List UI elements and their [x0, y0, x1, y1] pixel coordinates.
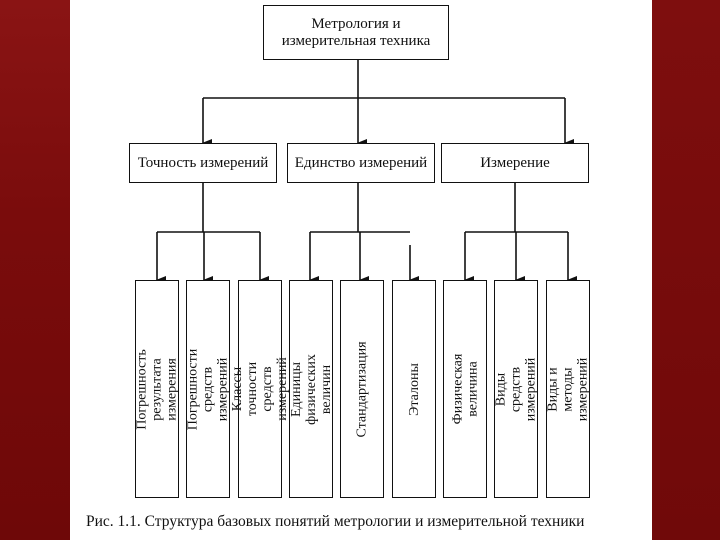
node-unity: Единство измерений — [287, 143, 435, 183]
leaf-label: Погрешности средств измерений — [185, 348, 231, 430]
figure-caption: Рис. 1.1. Структура базовых понятий метр… — [86, 513, 585, 530]
leaf-node: Погрешность результата измерения — [134, 280, 180, 498]
leaf-node: Виды и методы измерений — [545, 280, 591, 498]
leaf-node: Физическая величина — [443, 280, 487, 498]
slide-frame-left — [0, 0, 70, 540]
connector-lines — [156, 60, 577, 284]
root-line-1: Метрология и — [311, 15, 401, 32]
slide-canvas: Метрология и измерительная техника Точно… — [70, 0, 652, 540]
leaf-label: Физическая величина — [450, 353, 481, 425]
slide-frame-right — [652, 0, 720, 540]
leaf-label: Виды средств измерений — [493, 357, 539, 421]
leaf-label: Погрешность результата измерения — [134, 348, 180, 430]
leaf-label: Единицы физических величин — [288, 353, 334, 425]
root-line-2: измерительная техника — [281, 32, 431, 49]
leaf-label: Классы точности средств измерений — [230, 357, 291, 421]
node-measurement: Измерение — [441, 143, 589, 183]
leaf-node: Единицы физических величин — [288, 280, 334, 498]
node-accuracy: Точность измерений — [129, 143, 277, 183]
leaf-node: Стандартизация — [340, 280, 384, 498]
leaf-node: Классы точности средств измерений — [230, 280, 290, 498]
leaf-node: Эталоны — [392, 280, 436, 498]
leaf-label: Эталоны — [406, 362, 422, 416]
leaf-label: Стандартизация — [354, 340, 370, 438]
leaf-node: Погрешности средств измерений — [185, 280, 231, 498]
leaf-label: Виды и методы измерений — [545, 357, 591, 421]
root-node: Метрология и измерительная техника — [263, 5, 449, 60]
leaf-node: Виды средств измерений — [493, 280, 539, 498]
